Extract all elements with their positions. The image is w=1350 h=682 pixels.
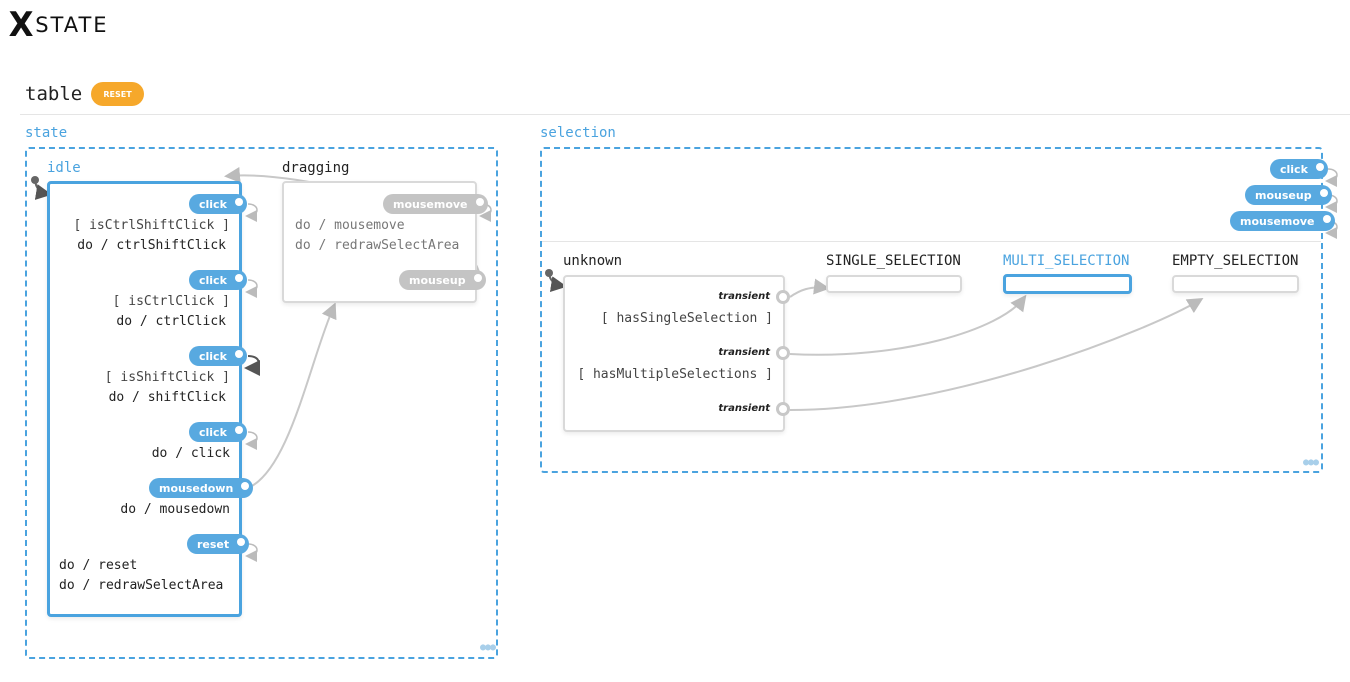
initial-arrow-unknown bbox=[545, 269, 567, 293]
machine-title: table bbox=[25, 83, 83, 105]
state-multi-selection[interactable] bbox=[1003, 274, 1132, 294]
state-empty-selection[interactable] bbox=[1172, 275, 1299, 293]
dragging-event-mousemove[interactable]: mousemove bbox=[383, 194, 488, 214]
do-keyword: do / bbox=[120, 502, 152, 517]
state-name-empty-selection: EMPTY_SELECTION bbox=[1172, 253, 1299, 269]
xstate-logo: X STATE bbox=[8, 8, 109, 42]
idle-guard-3: [ isShiftClick ] bbox=[104, 370, 230, 385]
do-keyword: do / bbox=[77, 238, 109, 253]
idle-guard-2: [ isCtrlClick ] bbox=[112, 294, 230, 309]
idle-event-click-4[interactable]: click bbox=[189, 422, 247, 442]
do-keyword: do / bbox=[295, 238, 327, 253]
unknown-transition-3-handle[interactable] bbox=[776, 402, 790, 416]
idle-event-click-1[interactable]: click bbox=[189, 194, 247, 214]
do-keyword: do / bbox=[295, 218, 327, 233]
idle-action-4-name: click bbox=[190, 446, 230, 461]
state-name-multi-selection: MULTI_SELECTION bbox=[1003, 253, 1130, 269]
idle-action-5-name: mousedown bbox=[159, 502, 230, 517]
selection-divider bbox=[542, 241, 1321, 242]
region-label-selection: selection bbox=[540, 125, 616, 141]
state-name-unknown: unknown bbox=[563, 253, 623, 269]
reset-button[interactable]: RESET bbox=[91, 82, 144, 106]
idle-event-click-3[interactable]: click bbox=[189, 346, 247, 366]
idle-event-click-2[interactable]: click bbox=[189, 270, 247, 290]
do-keyword: do / bbox=[59, 578, 91, 593]
idle-action-2-name: ctrlClick bbox=[155, 314, 226, 329]
state-name-single-selection: SINGLE_SELECTION bbox=[826, 253, 961, 269]
region-state-more[interactable]: ●●● bbox=[480, 642, 496, 653]
state-unknown[interactable] bbox=[563, 275, 785, 432]
idle-entry-action-1: do / reset bbox=[59, 558, 137, 573]
idle-event-reset[interactable]: reset bbox=[187, 534, 250, 554]
idle-guard-1: [ isCtrlShiftClick ] bbox=[73, 218, 230, 233]
selection-event-click[interactable]: click bbox=[1270, 159, 1328, 179]
idle-event-mousedown[interactable]: mousedown bbox=[149, 478, 254, 498]
state-name-idle: idle bbox=[47, 160, 81, 176]
region-selection bbox=[540, 147, 1323, 473]
logo-x-mark: X bbox=[8, 5, 34, 45]
dragging-action-2: do / redrawSelectArea bbox=[295, 238, 459, 253]
logo-text: STATE bbox=[35, 13, 109, 37]
idle-entry-action-2-name: redrawSelectArea bbox=[98, 578, 224, 593]
do-keyword: do / bbox=[151, 446, 184, 461]
idle-action-3: do / shiftClick bbox=[60, 390, 226, 405]
idle-action-2: do / ctrlClick bbox=[60, 314, 226, 329]
unknown-transition-3-label: transient bbox=[718, 403, 770, 414]
unknown-transition-1-handle[interactable] bbox=[776, 290, 790, 304]
region-label-state: state bbox=[25, 125, 68, 141]
header-divider bbox=[20, 114, 1350, 115]
state-name-dragging: dragging bbox=[282, 160, 350, 176]
unknown-guard-2: [ hasMultipleSelections ] bbox=[577, 367, 773, 382]
region-state bbox=[25, 147, 498, 659]
do-keyword: do / bbox=[108, 390, 140, 405]
selection-event-mouseup[interactable]: mouseup bbox=[1245, 185, 1332, 205]
unknown-transition-1-label: transient bbox=[718, 291, 770, 302]
idle-action-1: do / ctrlShiftClick bbox=[60, 238, 226, 253]
unknown-transition-2-label: transient bbox=[718, 347, 770, 358]
dragging-action-1-name: mousemove bbox=[334, 218, 405, 233]
idle-action-5: do / mousedown bbox=[60, 502, 230, 517]
idle-action-1-name: ctrlShiftClick bbox=[116, 238, 226, 253]
idle-entry-action-1-name: reset bbox=[98, 558, 138, 573]
dragging-event-mouseup[interactable]: mouseup bbox=[399, 270, 486, 290]
idle-entry-action-2: do / redrawSelectArea bbox=[59, 578, 223, 593]
idle-action-4: do / click bbox=[60, 446, 230, 461]
selection-event-mousemove[interactable]: mousemove bbox=[1230, 211, 1335, 231]
idle-action-3-name: shiftClick bbox=[147, 390, 226, 405]
do-keyword: do / bbox=[59, 558, 91, 573]
dragging-action-2-name: redrawSelectArea bbox=[334, 238, 460, 253]
unknown-guard-1: [ hasSingleSelection ] bbox=[600, 311, 773, 326]
region-selection-more[interactable]: ●●● bbox=[1303, 457, 1319, 468]
initial-arrow-idle bbox=[31, 176, 52, 200]
unknown-transition-2-handle[interactable] bbox=[776, 346, 790, 360]
state-single-selection[interactable] bbox=[826, 275, 962, 293]
do-keyword: do / bbox=[116, 314, 148, 329]
dragging-action-1: do / mousemove bbox=[295, 218, 405, 233]
